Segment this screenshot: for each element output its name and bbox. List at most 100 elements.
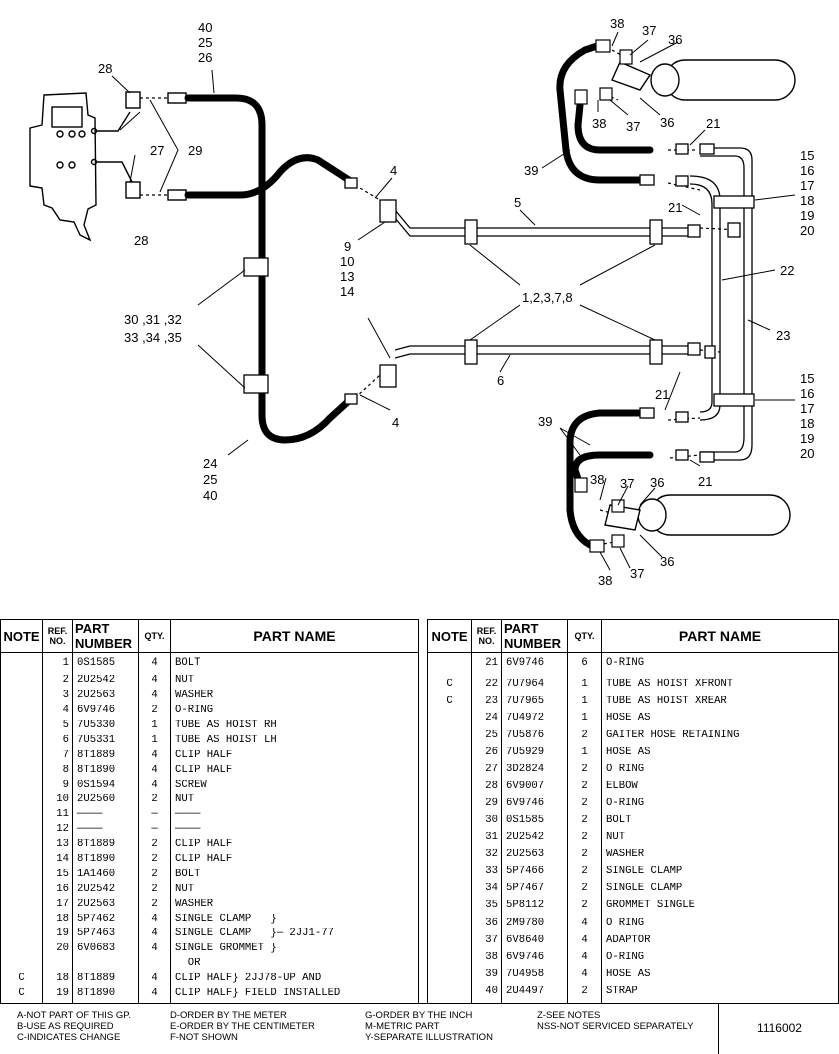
callout: 16 [800,163,814,178]
qty-cell: 4 [138,652,171,676]
ref-cell: 39 [471,968,502,986]
note-cell [427,900,472,918]
part-name-cell: CLIP HALF [170,764,419,780]
callout: 21 [655,387,669,402]
callout: 36 [660,115,674,130]
callout: 15 [800,371,814,386]
part-number-cell: 8T1890 [72,988,139,1003]
part-name-cell: WASHER [170,898,419,914]
callout: 36 [650,475,664,490]
callout: 15 [800,148,814,163]
ref-cell: 38 [471,951,502,969]
part-number-cell: 8T1889 [72,749,139,765]
part-number-cell: 5P7462 [72,913,139,929]
ref-cell: 21 [471,652,502,679]
part-name-cell: NUT [170,883,419,899]
part-number-cell: 7U4958 [501,968,568,986]
qty-cell: 4 [567,917,602,935]
qty-cell: 2 [567,781,602,799]
part-number-cell: 5P7463 [72,928,139,944]
part-number-cell: 2U2542 [72,883,139,899]
qty-cell: 4 [138,928,171,944]
note-cell [0,928,43,944]
ref-cell: 19 [42,988,73,1003]
note-cell [0,868,43,884]
callout: 19 [800,431,814,446]
note-cell [0,958,43,974]
part-name-cell: O-RING [170,705,419,721]
callout: 38 [590,472,604,487]
qty-cell: — [138,809,171,825]
part-name-cell: NUT [170,675,419,691]
callout: 21 [668,200,682,215]
part-name-cell: NUT [170,794,419,810]
callout: 28 [134,233,148,248]
note-cell [0,652,43,676]
part-name-cell: GROMMET SINGLE [601,900,839,918]
ref-cell: 18 [42,973,73,989]
part-name-cell: TUBE AS HOIST XFRONT [601,678,839,696]
header-ref: REF.NO. [471,619,502,653]
callout: 19 [800,208,814,223]
qty-cell: 4 [138,675,171,691]
note-cell [427,968,472,986]
part-name-cell: CLIP HALF} 2JJ78-UP AND [170,973,419,989]
note-cell: C [427,695,472,713]
part-name-cell: HOSE AS [601,712,839,730]
note-cell [427,652,472,679]
callout: 5 [514,195,521,210]
note-cell: C [0,988,43,1003]
note-cell [427,781,472,799]
qty-cell: 4 [138,764,171,780]
table-row: 11————————— [0,809,419,825]
ref-cell: 3 [42,690,73,706]
ref-cell: 1 [42,652,73,676]
qty-cell: 1 [138,734,171,750]
note-cell: C [427,678,472,696]
part-name-cell: O-RING [601,798,839,816]
part-number-cell: 5P8112 [501,900,568,918]
qty-cell: 4 [567,968,602,986]
note-cell [427,832,472,850]
qty-cell: 2 [567,985,602,1003]
part-name-cell: STRAP [601,985,839,1003]
callout: 18 [800,193,814,208]
hose-end-fittings [574,39,633,553]
ref-cell: 14 [42,854,73,869]
callout: 38 [592,116,606,131]
qty-cell: 1 [567,695,602,713]
callout: 20 [800,223,814,238]
note-cell: C [0,973,43,989]
ref-cell: 24 [471,712,502,730]
callout: 10 [340,254,354,269]
hoist-cylinders [604,59,796,536]
part-name-cell: SCREW [170,779,419,795]
callout: 40 [203,488,217,503]
ref-cell: 28 [471,781,502,799]
callout: 17 [800,401,814,416]
callout: 33 ,34 ,35 [124,330,182,345]
callout: 37 [626,119,640,134]
ref-cell: 35 [471,900,502,918]
callout: 20 [800,446,814,461]
ref-cell: 13 [42,839,73,855]
part-number-cell: 0S1594 [72,779,139,795]
callout: 25 [203,472,217,487]
part-number-cell: 7U7965 [501,695,568,713]
note-cell [0,898,43,914]
